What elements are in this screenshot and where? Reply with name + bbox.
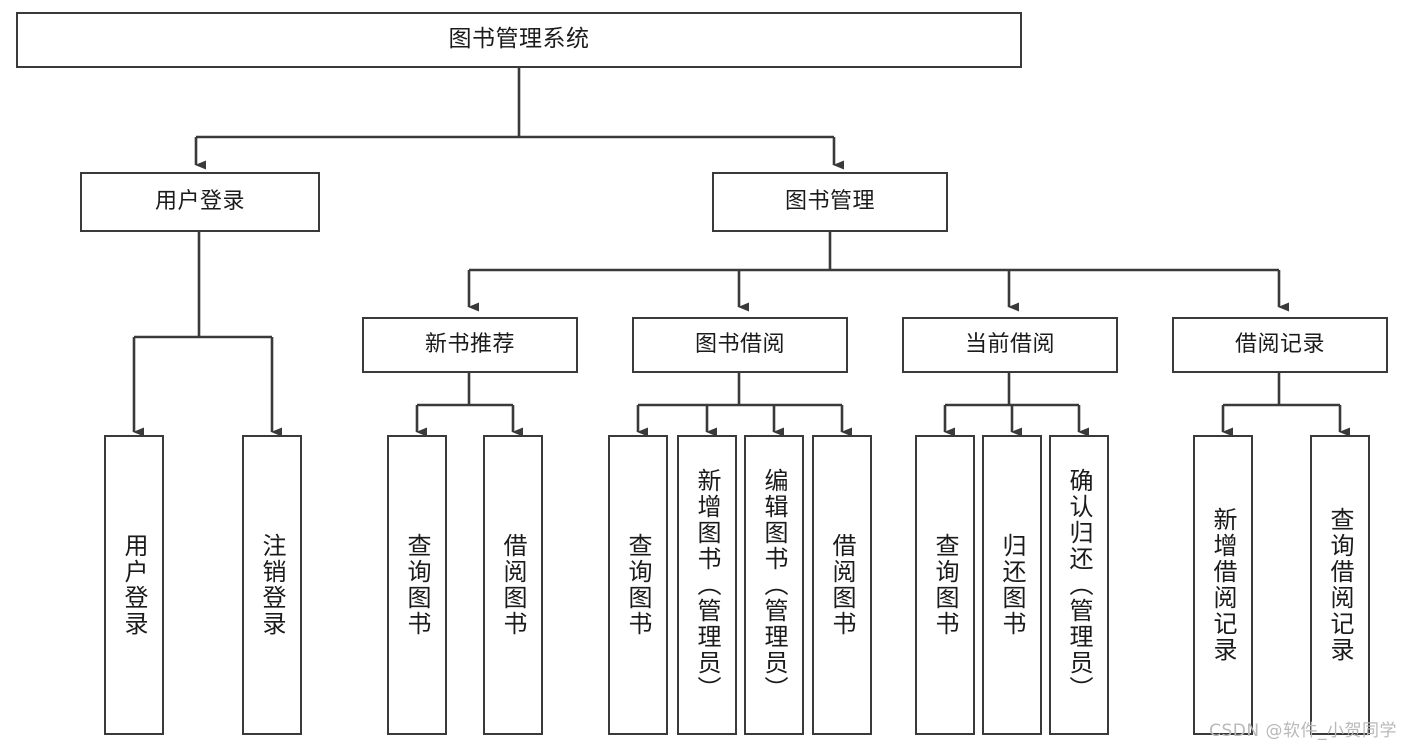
leaf-query-book-recommend[interactable]: 查询图书: [387, 435, 447, 735]
leaf-add-book-admin[interactable]: 新增图书（管理员）: [677, 435, 737, 735]
leaf-user-logout[interactable]: 注销登录: [242, 435, 302, 735]
node-user-login[interactable]: 用户登录: [80, 172, 320, 232]
node-label: 当前借阅: [964, 331, 1055, 357]
leaf-user-login[interactable]: 用户登录: [104, 435, 164, 735]
node-label: 新书推荐: [424, 331, 515, 357]
node-label: 用户登录: [120, 533, 148, 637]
node-label: 用户登录: [154, 188, 245, 214]
node-label: 借阅记录: [1234, 331, 1325, 357]
node-new-book-recommend[interactable]: 新书推荐: [362, 317, 578, 373]
leaf-add-borrow-record[interactable]: 新增借阅记录: [1193, 435, 1253, 735]
node-label: 查询图书: [624, 533, 652, 637]
node-label: 图书借阅: [694, 331, 785, 357]
leaf-borrow-book-recommend[interactable]: 借阅图书: [483, 435, 543, 735]
node-book-borrow[interactable]: 图书借阅: [632, 317, 848, 373]
leaf-return-book[interactable]: 归还图书: [982, 435, 1042, 735]
node-label: 图书管理系统: [448, 26, 590, 53]
leaf-edit-book-admin[interactable]: 编辑图书（管理员）: [744, 435, 804, 735]
node-label: 新增借阅记录: [1209, 507, 1237, 663]
watermark-text: CSDN @软件_小贺同学: [1209, 721, 1397, 741]
node-label: 查询借阅记录: [1326, 507, 1354, 663]
node-label: 确认归还（管理员）: [1065, 468, 1093, 702]
leaf-query-book-borrow[interactable]: 查询图书: [608, 435, 668, 735]
node-label: 图书管理: [784, 188, 875, 214]
node-book-manage[interactable]: 图书管理: [712, 172, 948, 232]
node-label: 查询图书: [403, 533, 431, 637]
node-current-borrow[interactable]: 当前借阅: [902, 317, 1118, 373]
node-label: 归还图书: [998, 533, 1026, 637]
leaf-confirm-return-admin[interactable]: 确认归还（管理员）: [1049, 435, 1109, 735]
leaf-query-borrow-record[interactable]: 查询借阅记录: [1310, 435, 1370, 735]
node-label: 注销登录: [258, 533, 286, 637]
leaf-borrow-book[interactable]: 借阅图书: [812, 435, 872, 735]
node-root-system[interactable]: 图书管理系统: [16, 12, 1022, 68]
leaf-query-book-current[interactable]: 查询图书: [915, 435, 975, 735]
node-label: 借阅图书: [499, 533, 527, 637]
node-label: 查询图书: [931, 533, 959, 637]
node-label: 编辑图书（管理员）: [760, 468, 788, 702]
node-label: 新增图书（管理员）: [693, 468, 721, 702]
node-label: 借阅图书: [828, 533, 856, 637]
node-borrow-record[interactable]: 借阅记录: [1172, 317, 1388, 373]
